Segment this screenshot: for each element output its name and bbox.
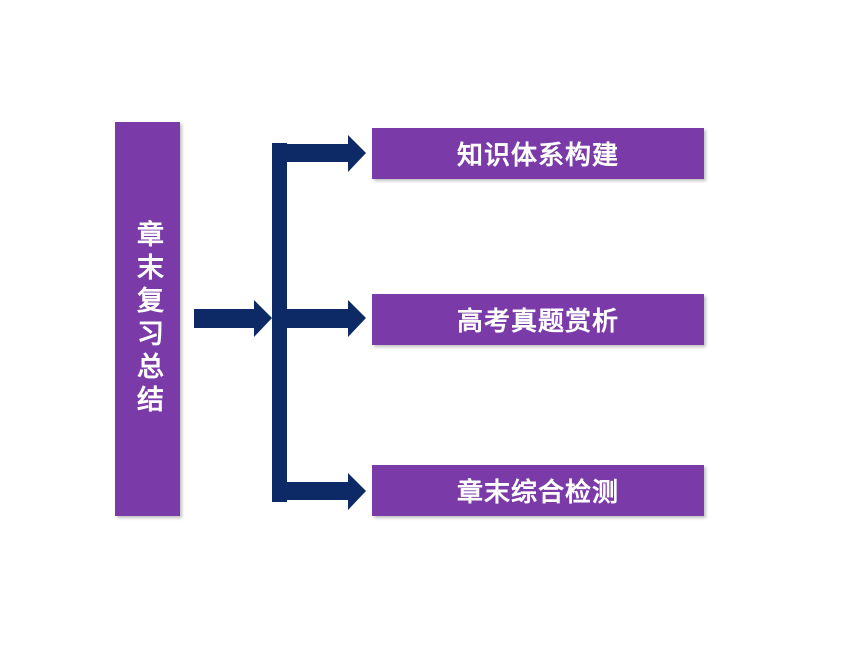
bracket-bar — [272, 143, 287, 502]
chapter-test-box[interactable]: 章末综合检测 — [372, 465, 704, 516]
exam-questions-box[interactable]: 高考真题赏析 — [372, 294, 704, 345]
knowledge-system-label: 知识体系构建 — [456, 141, 619, 171]
chapter-test-label: 章末综合检测 — [456, 478, 619, 508]
branch-arrow-3 — [287, 473, 366, 510]
exam-questions-label: 高考真题赏析 — [456, 307, 619, 337]
branch-arrow-1 — [287, 135, 366, 172]
branch-arrow-2 — [287, 300, 366, 337]
chapter-summary-title: 章末复习总结 — [132, 220, 163, 418]
main-arrow — [194, 300, 272, 337]
chapter-summary-box: 章末复习总结 — [115, 122, 180, 516]
knowledge-system-box[interactable]: 知识体系构建 — [372, 128, 704, 179]
